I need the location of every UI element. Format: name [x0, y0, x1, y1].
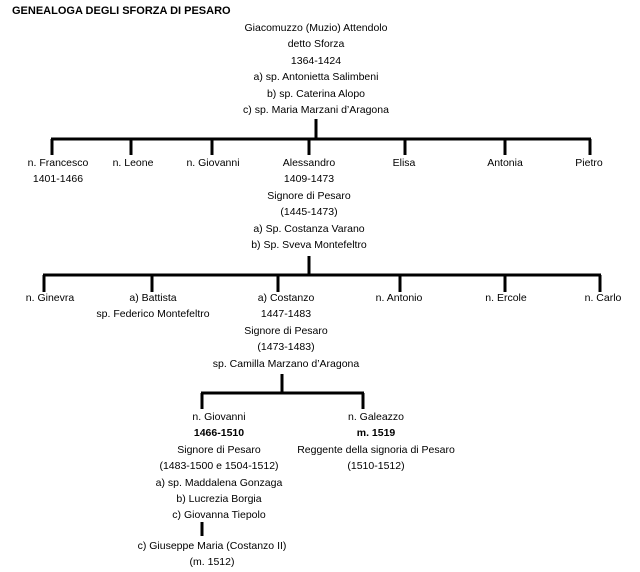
- person-line: n. Ercole: [485, 292, 527, 304]
- person-line: Reggente della signoria di Pesaro: [297, 443, 455, 456]
- person-line: Signore di Pesaro: [267, 189, 351, 202]
- person-line: c) Giuseppe Maria (Costanzo II): [137, 540, 287, 552]
- person-line: 1364-1424: [290, 54, 342, 67]
- person-line: (1473-1483): [257, 341, 315, 354]
- person-leone: n. Leone: [113, 155, 154, 171]
- person-line: (1510-1512): [347, 460, 405, 473]
- person-line: (m. 1512): [189, 556, 235, 569]
- person-line: a) Costanzo: [257, 292, 315, 304]
- page-title: GENEALOGA DEGLI SFORZA DI PESARO: [12, 5, 231, 17]
- person-line: n. Galeazzo: [347, 411, 405, 423]
- person-pietro: Pietro: [575, 155, 602, 171]
- person-line: Alessandro: [282, 157, 336, 169]
- person-carlo: n. Carlo: [585, 290, 622, 306]
- person-ercole: n. Ercole: [485, 290, 526, 306]
- person-line: Antonia: [487, 157, 523, 169]
- person-line: a) Battista: [129, 292, 177, 304]
- person-line: sp. Federico Montefeltro: [96, 308, 210, 321]
- person-giovanni-1: n. Giovanni: [186, 155, 239, 171]
- person-line: c) sp. Maria Marzani d’Aragona: [243, 104, 389, 117]
- person-antonia: Antonia: [487, 155, 523, 171]
- person-line: Pietro: [575, 157, 603, 169]
- person-line: c) Giovanna Tiepolo: [172, 509, 266, 522]
- person-line: 1466-1510: [193, 427, 245, 440]
- person-elisa: Elisa: [393, 155, 416, 171]
- person-line: sp. Camilla Marzano d’Aragona: [212, 357, 360, 370]
- person-line: n. Carlo: [584, 292, 622, 304]
- person-line: m. 1519: [356, 427, 396, 440]
- person-line: (1483-1500 e 1504-1512): [159, 460, 279, 473]
- person-line: detto Sforza: [287, 38, 345, 51]
- person-line: Signore di Pesaro: [244, 324, 328, 337]
- person-line: b) Lucrezia Borgia: [176, 493, 262, 506]
- person-line: Elisa: [392, 157, 416, 169]
- person-line: 1401-1466: [32, 173, 84, 186]
- person-line: 1447-1483: [260, 308, 312, 321]
- person-line: n. Giovanni: [192, 411, 246, 423]
- person-muzio-attendolo: Giacomuzzo (Muzio) Attendolo detto Sforza…: [243, 20, 389, 118]
- person-line: b) sp. Caterina Alopo: [266, 87, 366, 100]
- person-line: Giacomuzzo (Muzio) Attendolo: [244, 22, 388, 34]
- person-giuseppe-maria: c) Giuseppe Maria (Costanzo II) (m. 1512): [138, 538, 287, 571]
- person-battista: a) Battista sp. Federico Montefeltro: [96, 290, 209, 323]
- person-line: a) Sp. Costanza Varano: [253, 222, 365, 235]
- person-line: Signore di Pesaro: [177, 443, 261, 456]
- person-line: n. Leone: [112, 157, 154, 169]
- person-line: b) Sp. Sveva Montefeltro: [251, 239, 367, 252]
- person-line: n. Giovanni: [186, 157, 240, 169]
- person-line: a) sp. Antonietta Salimbeni: [253, 71, 379, 84]
- person-line: (1445-1473): [280, 206, 338, 219]
- person-line: n. Francesco: [27, 157, 89, 169]
- person-line: n. Antonio: [375, 292, 423, 304]
- person-line: 1409-1473: [283, 173, 335, 186]
- person-line: a) sp. Maddalena Gonzaga: [155, 476, 283, 489]
- person-line: n. Ginevra: [25, 292, 75, 304]
- person-ginevra: n. Ginevra: [26, 290, 74, 306]
- person-francesco: n. Francesco 1401-1466: [28, 155, 89, 188]
- person-antonio: n. Antonio: [376, 290, 423, 306]
